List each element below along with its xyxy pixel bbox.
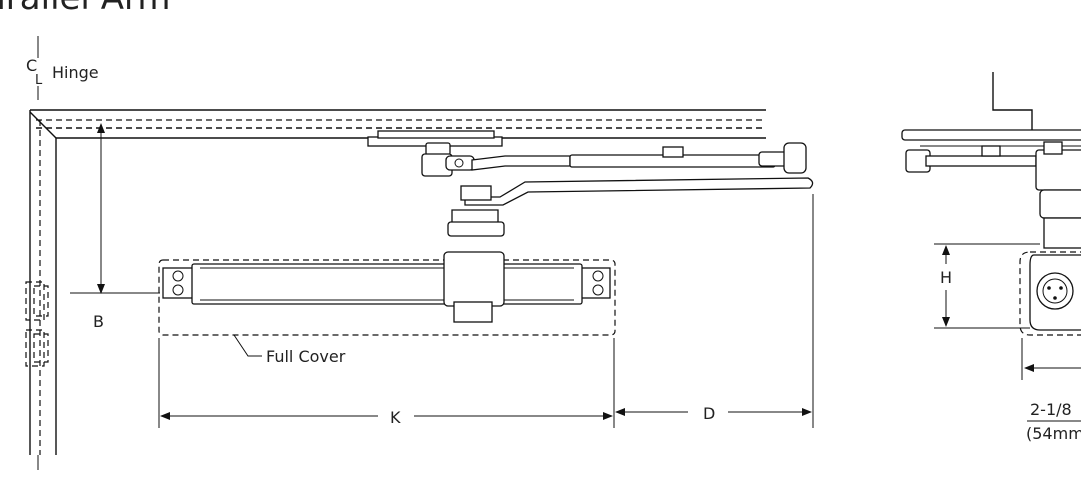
- parallel-arm: [421, 142, 814, 237]
- dim-d-label: D: [703, 404, 715, 423]
- hinge-leaves: [25, 281, 49, 367]
- dim-k-label: K: [390, 408, 401, 427]
- cl-c-label: C: [26, 56, 37, 75]
- dimension-d: D: [615, 404, 812, 423]
- hinge-label: Hinge: [52, 63, 99, 82]
- dim-mm-label: (54mm: [1026, 424, 1081, 443]
- full-cover-callout: Full Cover: [233, 334, 346, 366]
- closer-body: [158, 251, 616, 336]
- extension-lines: [158, 194, 814, 428]
- side-view: H 2-1/8 (54mm: [901, 72, 1081, 443]
- hinge-centerline: C L Hinge: [26, 36, 99, 470]
- page-title: Parallel Arm: [0, 0, 170, 18]
- dim-b-label: B: [93, 312, 104, 331]
- cl-l-label: L: [35, 73, 43, 88]
- dim-h-label: H: [940, 268, 952, 287]
- dim-frac-label: 2-1/8: [1030, 400, 1072, 419]
- dimension-k: K: [160, 408, 613, 427]
- dimension-b: B: [70, 123, 160, 331]
- full-cover-label: Full Cover: [266, 347, 346, 366]
- door-frame: [29, 109, 766, 455]
